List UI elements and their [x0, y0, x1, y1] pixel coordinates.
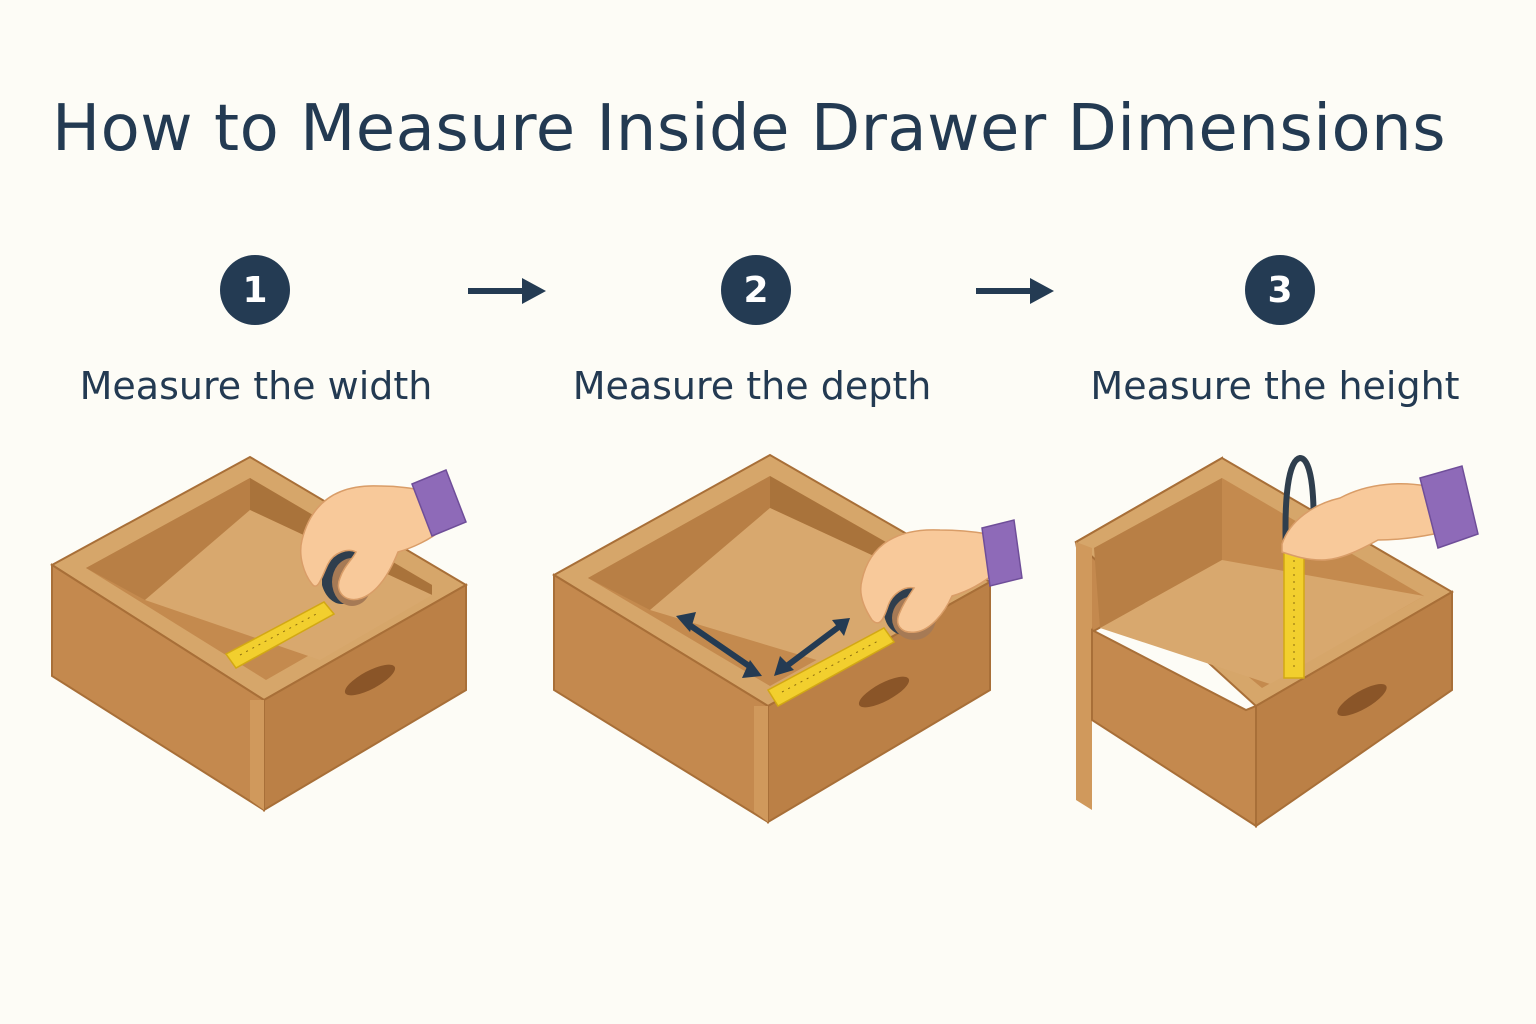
hand-icon — [1281, 465, 1479, 561]
drawer-icon — [1074, 456, 1454, 828]
step-2-caption: Measure the depth — [572, 364, 932, 408]
drawer-icon — [50, 455, 468, 812]
step-3-badge: 3 — [1245, 255, 1315, 325]
arrow-right-icon — [468, 278, 546, 304]
arrow-right-icon — [976, 278, 1054, 304]
drawer-icon — [552, 453, 993, 824]
step-1-badge: 1 — [220, 255, 290, 325]
double-arrow-icon — [774, 618, 850, 676]
page-title: How to Measure Inside Drawer Dimensions — [52, 92, 1447, 166]
drawer-height-illustration — [1074, 454, 1479, 828]
double-arrow-icon — [676, 612, 762, 678]
step-2-badge: 2 — [721, 255, 791, 325]
hand-icon — [860, 519, 1023, 633]
hand-icon — [300, 469, 467, 601]
step-3-caption: Measure the height — [1090, 364, 1460, 408]
drawer-depth-illustration — [552, 453, 1023, 824]
step-1-caption: Measure the width — [79, 364, 433, 408]
drawer-width-illustration — [50, 455, 468, 812]
